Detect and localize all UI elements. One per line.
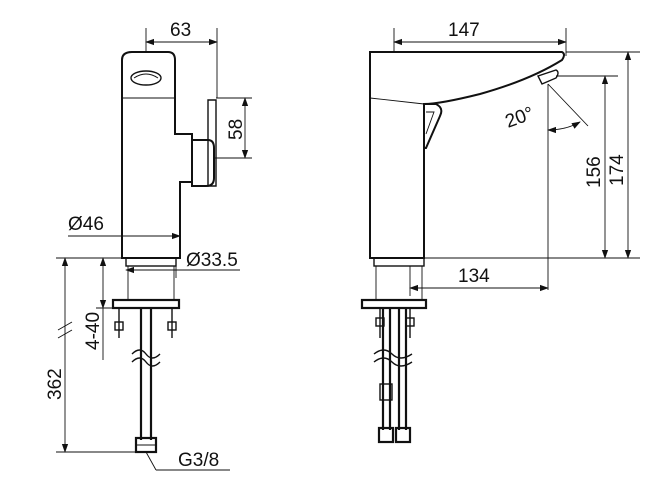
side-lever [423,103,443,149]
dim-text-134: 134 [458,266,490,287]
side-hose-break-2 [373,357,413,367]
side-body-outline [369,51,565,259]
side-hose-break-1 [373,349,413,359]
side-view [360,51,565,444]
side-filter [379,383,393,401]
dim-text-4-40: 4-40 [83,312,104,350]
front-view-dimensions: 63 58 Ø46 Ø33.5 4-40 [45,20,252,471]
side-spout-outlet [537,69,559,85]
front-view [111,51,217,454]
dim-arc-20deg [547,121,581,134]
front-hose-break-2 [131,357,161,367]
front-lever [191,139,215,187]
front-base-ring [125,257,177,267]
dim-text-362: 362 [45,368,66,400]
front-nut-left [114,321,124,331]
dim-text-156: 156 [584,156,605,188]
side-body-edge [369,97,425,105]
side-base-ring [373,257,425,267]
side-mounting-plate [360,298,428,310]
side-connection-nut-left [377,426,395,444]
dim-text-20deg: 20° [503,103,537,133]
dim-text-dia46: Ø46 [68,214,104,235]
front-base-collar [127,265,175,301]
side-base-collar [375,265,423,301]
front-aerator-slot [130,70,162,86]
front-mounting-plate [111,298,181,310]
side-lever-inner [425,111,435,135]
side-view-dimensions: 147 20° 156 174 134 [393,20,640,296]
dim-text-58: 58 [226,119,247,140]
dim-362-break [57,321,73,339]
front-aerator-inner [133,73,159,79]
dim-text-63: 63 [170,20,191,41]
dim-text-147: 147 [448,20,480,41]
side-connection-nut-right [394,426,412,444]
dim-text-g38: G3/8 [178,450,219,471]
dim-text-174: 174 [607,154,628,186]
front-lever-plate [207,99,217,187]
front-nut-right [167,321,177,331]
dim-text-dia33: Ø33.5 [186,250,238,271]
front-hose-break-1 [131,349,161,359]
